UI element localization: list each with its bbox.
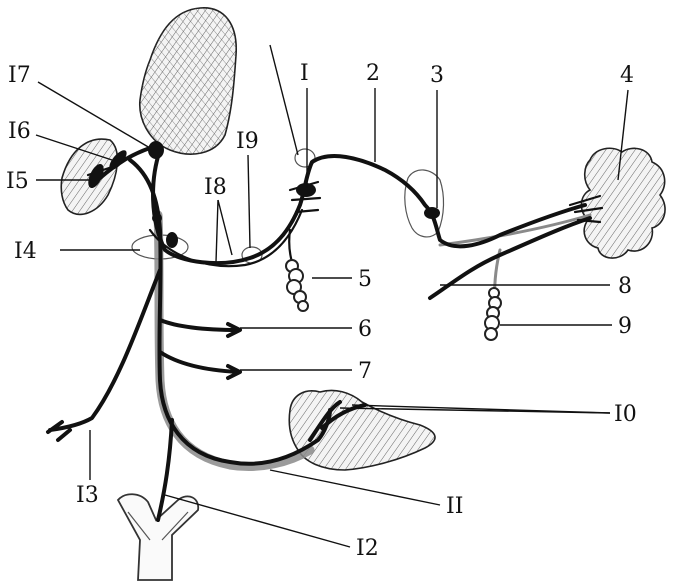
label-9: 9: [618, 314, 632, 339]
ganglion-3: [424, 207, 440, 219]
leader-lines: [35, 44, 629, 548]
label-10: I0: [614, 402, 637, 427]
label-5: 5: [358, 267, 372, 292]
label-1: I: [300, 61, 309, 86]
ganglion-16: [109, 150, 127, 170]
lower-organ: [288, 389, 436, 471]
label-13: I3: [76, 483, 99, 508]
upper-chain-nerve: [151, 148, 587, 265]
ganglion-small: [152, 213, 162, 223]
labels: I 2 3 4 5 6 7 8 9 I0 II I2 I3 I4 I5 I6 I…: [6, 61, 637, 561]
bead-chain-9: [484, 287, 502, 341]
branch-7-nerve: [158, 350, 242, 380]
label-3: 3: [430, 63, 444, 88]
trachea-structure: [116, 493, 200, 581]
label-2: 2: [366, 61, 380, 86]
label-19: I9: [236, 129, 259, 154]
bead-chain-5: [285, 228, 309, 312]
ganglion-1: [296, 183, 316, 197]
label-18: I8: [204, 175, 227, 200]
label-8: 8: [618, 274, 632, 299]
label-17: I7: [8, 63, 31, 88]
ganglion-14: [166, 232, 178, 248]
cluster-organ: [580, 147, 666, 259]
label-4: 4: [620, 63, 634, 88]
main-trunk-nerve: [128, 158, 332, 466]
ganglion-17: [148, 141, 164, 159]
label-16: I6: [8, 119, 31, 144]
label-6: 6: [358, 317, 372, 342]
label-11: II: [446, 494, 463, 519]
label-14: I4: [14, 239, 37, 264]
label-12: I2: [356, 536, 379, 561]
branch-13-nerve: [46, 268, 162, 442]
label-15: I5: [6, 169, 29, 194]
ganglion-15: [88, 163, 104, 189]
branch-6-nerve: [158, 318, 242, 338]
label-7: 7: [358, 359, 372, 384]
